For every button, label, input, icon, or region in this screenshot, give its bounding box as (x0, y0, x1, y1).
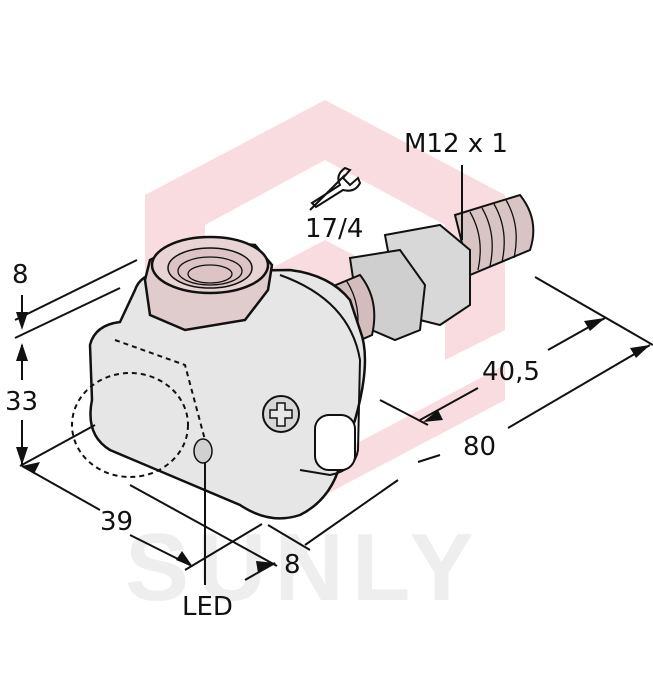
sensing-face (71, 339, 206, 478)
watermark-text: SUNLY (125, 514, 482, 621)
dim-connector-length-label: 40,5 (482, 357, 540, 387)
dim-total-length-label: 80 (463, 432, 496, 462)
sensor-body (88, 268, 367, 520)
connector-thread (348, 193, 535, 342)
screw (262, 395, 300, 433)
wrench-icon (310, 166, 362, 209)
led-indicator (193, 438, 213, 464)
connector-thread-label: M12 x 1 (404, 129, 508, 159)
led-label: LED (182, 592, 233, 622)
wrench-size-label: 17/4 (305, 214, 363, 244)
dim-bottom-label: 8 (284, 550, 301, 580)
dimension-lines (14, 165, 653, 581)
dim-height-label: 33 (5, 387, 38, 417)
dimension-arrows (16, 312, 650, 573)
dim-width-label: 39 (100, 507, 133, 537)
top-nut (143, 235, 274, 332)
dim-top-label: 8 (12, 260, 29, 290)
